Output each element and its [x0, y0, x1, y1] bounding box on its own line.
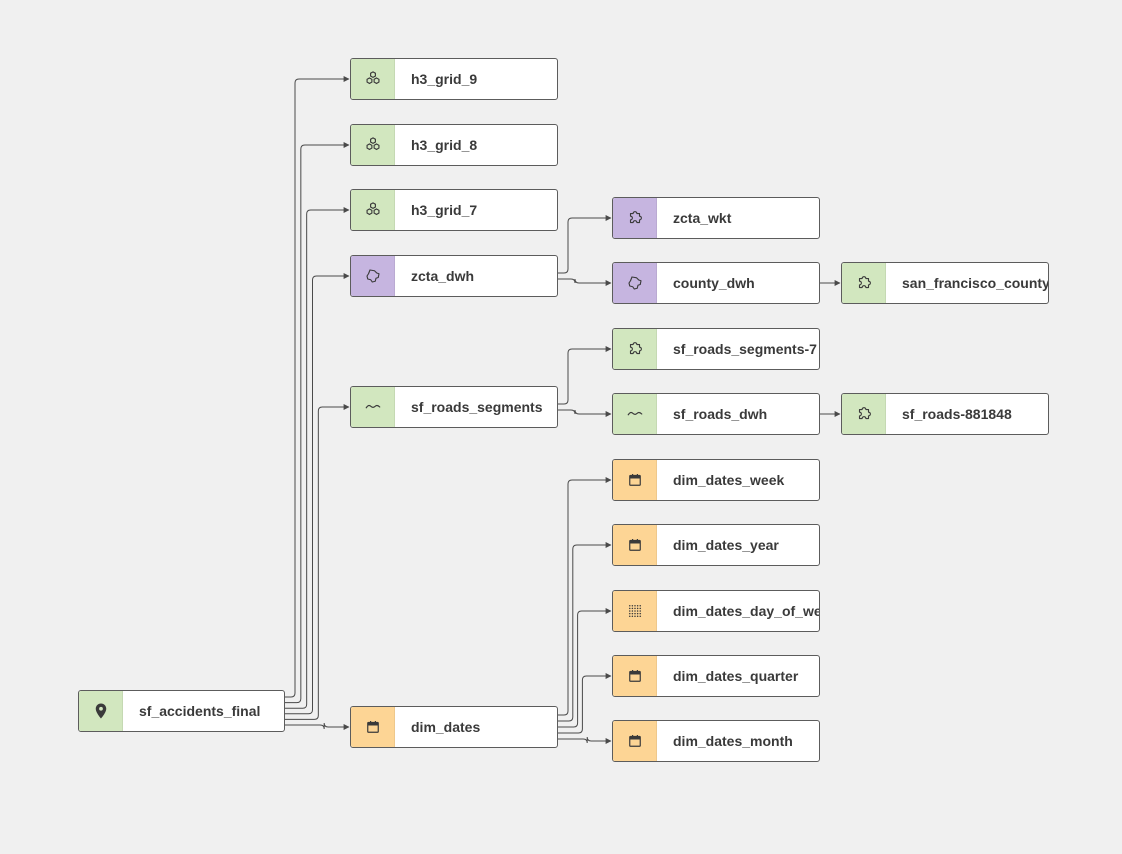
- calendar-icon: [613, 721, 657, 761]
- node-label: h3_grid_7: [411, 202, 478, 218]
- node-h3-grid-8[interactable]: h3_grid_8: [350, 124, 558, 166]
- line-icon: [613, 394, 657, 434]
- node-dim-dates-quarter[interactable]: dim_dates_quarter: [612, 655, 820, 697]
- edge-sf_accidents_final-to-zcta_dwh: [285, 273, 350, 715]
- node-sf-roads-881848[interactable]: sf_roads-881848: [841, 393, 1049, 435]
- polygon-icon: [613, 263, 657, 303]
- node-h3-grid-9[interactable]: h3_grid_9: [350, 58, 558, 100]
- edge-dim_dates-to-dim_dates_month: [558, 736, 612, 744]
- edge-sf_accidents_final-to-sf_roads_segments: [285, 404, 350, 720]
- hexagons-icon: [351, 59, 395, 99]
- node-h3-grid-7[interactable]: h3_grid_7: [350, 189, 558, 231]
- node-label: dim_dates_year: [673, 537, 779, 553]
- node-label: sf_roads-881848: [902, 406, 1012, 422]
- node-label: dim_dates: [411, 719, 481, 735]
- edge-dim_dates-to-dim_dates_week: [558, 477, 612, 716]
- edge-dim_dates-to-dim_dates_quarter: [558, 673, 612, 734]
- calendar-icon: [613, 656, 657, 696]
- hexagons-icon: [351, 190, 395, 230]
- node-label: sf_roads_segments-7: [673, 341, 817, 357]
- node-sf-roads-dwh[interactable]: sf_roads_dwh: [612, 393, 820, 435]
- edge-dim_dates-to-dim_dates_day_of_week: [558, 608, 612, 728]
- node-san-francisco-county[interactable]: san_francisco_county: [841, 262, 1049, 304]
- node-label: h3_grid_8: [411, 137, 478, 153]
- node-dim-dates-week[interactable]: dim_dates_week: [612, 459, 820, 501]
- calendar-icon: [351, 707, 395, 747]
- node-sf-roads-segments-7[interactable]: sf_roads_segments-7: [612, 328, 820, 370]
- edge-sf_accidents_final-to-h3_grid_8: [285, 142, 350, 704]
- node-county-dwh[interactable]: county_dwh: [612, 262, 820, 304]
- puzzle-icon: [842, 394, 886, 434]
- node-label: zcta_dwh: [411, 268, 475, 284]
- line-icon: [351, 387, 395, 427]
- polygon-icon: [351, 256, 395, 296]
- node-dim-dates[interactable]: dim_dates: [350, 706, 558, 748]
- node-sf-roads-segments[interactable]: sf_roads_segments: [350, 386, 558, 428]
- node-zcta-wkt[interactable]: zcta_wkt: [612, 197, 820, 239]
- edge-sf_accidents_final-to-h3_grid_7: [285, 207, 350, 709]
- puzzle-icon: [842, 263, 886, 303]
- node-label: sf_accidents_final: [139, 703, 261, 719]
- node-label: dim_dates_month: [673, 733, 793, 749]
- node-label: zcta_wkt: [673, 210, 732, 226]
- edge-zcta_dwh-to-zcta_wkt: [558, 215, 612, 274]
- node-zcta-dwh[interactable]: zcta_dwh: [350, 255, 558, 297]
- puzzle-icon: [613, 198, 657, 238]
- edge-sf_roads_segments-to-sf_roads_dwh: [558, 409, 612, 417]
- node-label: dim_dates_week: [673, 472, 785, 488]
- node-sf-accidents-final[interactable]: sf_accidents_final: [78, 690, 285, 732]
- node-dim-dates-day-of-week[interactable]: dim_dates_day_of_we: [612, 590, 820, 632]
- node-label: h3_grid_9: [411, 71, 478, 87]
- edge-dim_dates-to-dim_dates_year: [558, 542, 612, 722]
- node-label: county_dwh: [673, 275, 755, 291]
- dots-grid-icon: [613, 591, 657, 631]
- node-dim-dates-year[interactable]: dim_dates_year: [612, 524, 820, 566]
- map-pin-icon: [79, 691, 123, 731]
- edge-zcta_dwh-to-county_dwh: [558, 278, 612, 286]
- puzzle-icon: [613, 329, 657, 369]
- node-label: sf_roads_dwh: [673, 406, 768, 422]
- calendar-icon: [613, 525, 657, 565]
- edge-sf_roads_segments-to-sf_roads_segments_7: [558, 346, 612, 405]
- node-label: dim_dates_day_of_we: [673, 603, 819, 619]
- node-label: sf_roads_segments: [411, 399, 543, 415]
- edge-sf_accidents_final-to-h3_grid_9: [285, 76, 350, 698]
- calendar-icon: [613, 460, 657, 500]
- node-label: san_francisco_county: [902, 275, 1048, 291]
- node-dim-dates-month[interactable]: dim_dates_month: [612, 720, 820, 762]
- edge-sf_accidents_final-to-dim_dates: [285, 722, 350, 730]
- hexagons-icon: [351, 125, 395, 165]
- node-label: dim_dates_quarter: [673, 668, 799, 684]
